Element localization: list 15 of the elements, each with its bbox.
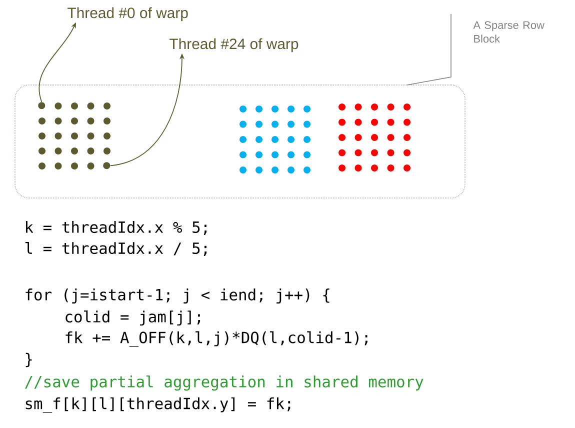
- callout-text: A Sparse Row Block: [473, 21, 544, 43]
- code-line: colid = jam[j];: [66, 310, 200, 326]
- code-line: l = threadIdx.x / 5;: [25, 242, 207, 256]
- thread-dot: [103, 162, 110, 170]
- callout-text: Thread #0 of warp: [68, 7, 188, 22]
- code-line: //save partial aggregation in shared memory: [24, 375, 424, 391]
- code-line: }: [26, 352, 32, 368]
- code-line: k = threadIdx.x % 5;: [26, 221, 207, 235]
- callout-text: Thread #24 of warp: [170, 38, 298, 52]
- thread-dot: [38, 102, 46, 110]
- code-line: fk += A_OFF(k,l,j)*DQ(l,colid-1);: [66, 331, 368, 347]
- code-line: for (j=istart-1; j < iend; j++) {: [26, 288, 330, 304]
- code-line: sm_f[k][l][threadIdx.y] = fk;: [26, 397, 290, 413]
- leader-line: [406, 14, 452, 86]
- block-box: [14, 84, 466, 198]
